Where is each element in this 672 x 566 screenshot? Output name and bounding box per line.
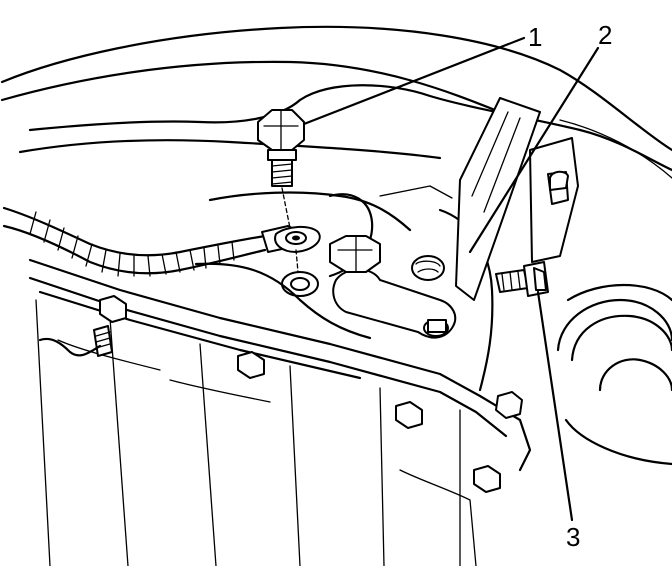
- leader-line-3: [536, 290, 574, 522]
- leader-line-2: [468, 46, 600, 254]
- pan-bolt: [395, 401, 423, 429]
- callout-label-2: 2: [598, 20, 612, 50]
- callout-label-1: 1: [528, 22, 542, 52]
- pan-bolt: [237, 351, 265, 379]
- leader-line-1: [302, 36, 526, 126]
- leader-lines: [302, 36, 600, 522]
- pan-bolt: [93, 295, 127, 357]
- axle-housing: [556, 284, 672, 466]
- ground-strap: [274, 226, 321, 253]
- ground-stud-hole: [281, 271, 319, 297]
- mounting-bracket: [455, 97, 579, 301]
- ground-bolt: [257, 109, 305, 273]
- floor-pan-outline: [0, 25, 672, 179]
- pan-bolt: [473, 465, 501, 493]
- threaded-boss: [411, 255, 445, 281]
- callout-label-3: 3: [566, 522, 580, 552]
- pan-bolt: [495, 391, 523, 419]
- pan-bolts: [38, 295, 523, 493]
- shift-lever: [329, 235, 457, 339]
- bracket-bolt: [495, 261, 549, 297]
